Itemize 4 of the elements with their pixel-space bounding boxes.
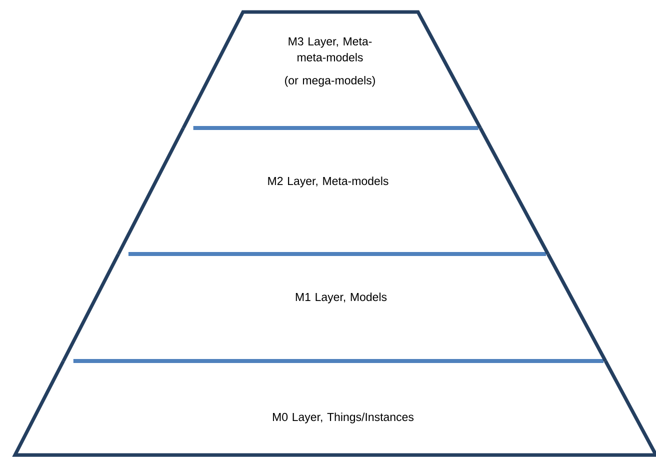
layer-band: M0 Layer, Things/Instances	[12, 360, 656, 457]
layer-band: M2 Layer, Meta-models	[116, 126, 550, 256]
layer-band: M1 Layer, Models	[62, 252, 608, 363]
layer-band: M3 Layer, Meta-meta-models (or mega-models)	[182, 10, 482, 129]
